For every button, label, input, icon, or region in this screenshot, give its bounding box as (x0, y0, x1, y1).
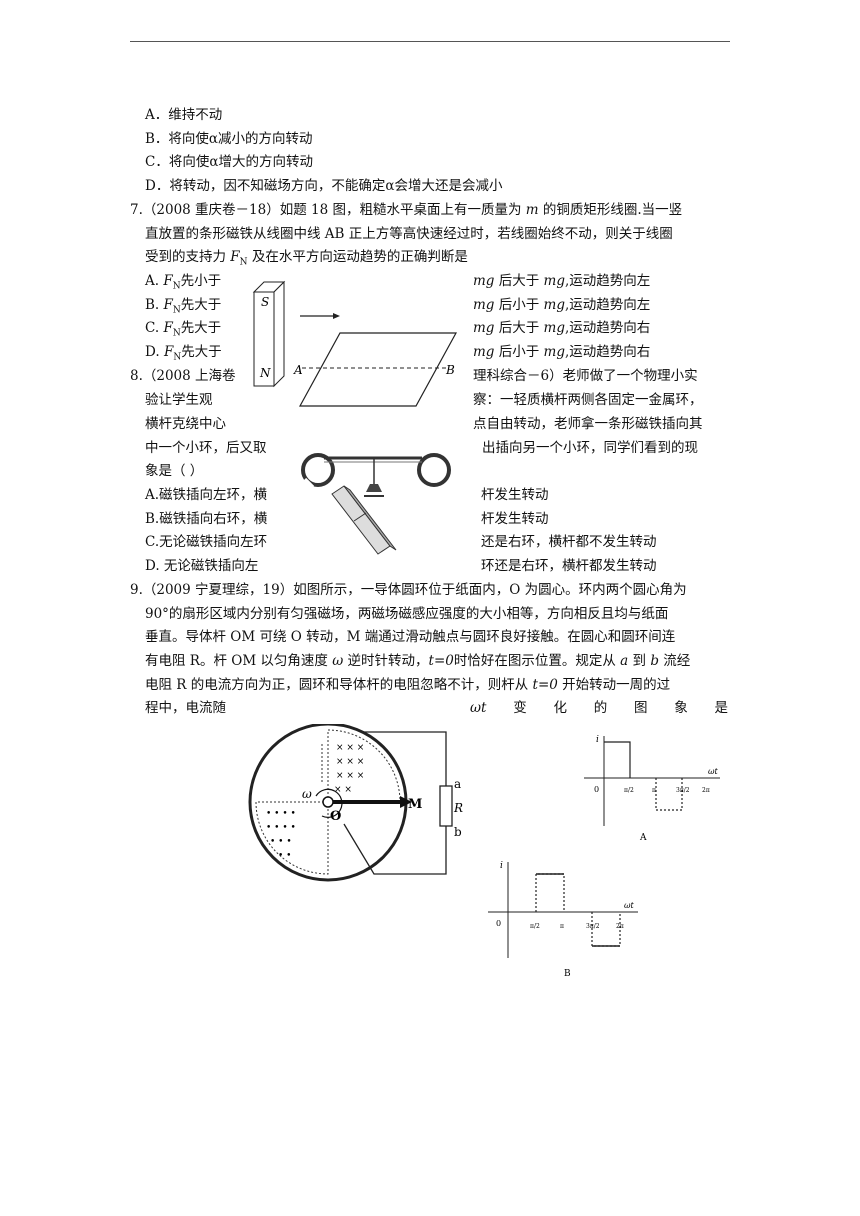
right-ring (417, 453, 451, 487)
q8-option-b-tail: 杆发生转动 (481, 511, 549, 527)
svg-text:• • •: • • • (270, 837, 292, 847)
q7-line1: 7.（2008 重庆卷－18）如题 18 图，粗糙水平桌面上有一质量为 m 的铜… (130, 202, 683, 218)
graph-a: i ωt 0 π/2 π 3π/2 2π A (584, 735, 720, 842)
graph-a-caption: A (639, 833, 647, 842)
q9-line6b: ωt 变化的图象是 (470, 700, 728, 716)
graph-a-tick-pi2: π/2 (624, 787, 634, 794)
svg-text:× × ×: × × × (336, 743, 364, 753)
q7-option-c-tail: mg 后大于 mg,运动趋势向右 (473, 320, 651, 336)
bar-magnet: S N (252, 280, 286, 388)
q8-option-a: A.磁铁插向左环，横 (145, 487, 268, 503)
graph-a-tick-3pi2: 3π/2 (676, 787, 690, 794)
q9-circuit-figure: × × × × × × × × × × × • • • • • • • • • … (248, 724, 463, 882)
q9-line5: 电阻 R 的电流方向为正，圆环和导体杆的电阻忽略不计，则杆从 t=0 开始转动一… (145, 677, 671, 693)
q8-rings-figure (301, 453, 451, 555)
graph-b-tick-pi: π (560, 923, 564, 930)
q8-line2a: 验让学生观 (145, 392, 213, 408)
graph-b-i-label: i (500, 861, 503, 871)
graph-a-i-label: i (596, 735, 599, 745)
q8-line4b: 出插向另一个小环，同学们看到的现 (482, 440, 698, 456)
q9-line4: 有电阻 R。杆 OM 以匀角速度 ω 逆时针转动，t=0时恰好在图示位置。规定从… (145, 653, 691, 669)
svg-text:• •: • • (278, 851, 291, 861)
q8-option-a-tail: 杆发生转动 (481, 487, 549, 503)
q8-line3b: 点自由转动，老师拿一条形磁铁插向其 (473, 416, 703, 432)
motion-arrow (300, 313, 340, 319)
header-rule (130, 41, 730, 42)
q9-line1: 9.（2009 宁夏理综，19）如图所示，一导体圆环位于纸面内，O 为圆心。环内… (130, 582, 687, 598)
q8-option-c-tail: 还是右环，横杆都不发生转动 (481, 534, 657, 550)
magnet-n-label: N (259, 366, 271, 380)
q8-line2b: 察：一轻质横杆两侧各固定一金属环， (473, 392, 703, 408)
q8-line1b: 理科综合－6）老师做了一个物理小实 (473, 368, 698, 384)
q7-option-a: A. FN先小于 (145, 273, 222, 292)
q7-option-d-tail: mg 后小于 mg,运动趋势向右 (473, 344, 651, 360)
q8-line3a: 横杆克绕中心 (145, 416, 226, 432)
coil-a-label: A (293, 363, 303, 377)
svg-text:× ×: × × (334, 785, 352, 795)
q7-option-b: B. FN先大于 (145, 297, 222, 316)
left-ring (301, 453, 335, 491)
omega-label: ω (302, 787, 312, 801)
graph-b-tick-pi2: π/2 (530, 923, 540, 930)
svg-text:• • • •: • • • • (266, 823, 296, 833)
field-region-upper: × × × × × × × × × × × (321, 729, 401, 803)
coil-b-label: B (445, 363, 455, 377)
q8-option-c: C.无论磁铁插向左环 (145, 534, 268, 550)
q7-line2: 直放置的条形磁铁从线圈中线 AB 正上方等高快速经过时，若线圈始终不动，则关于线… (145, 226, 673, 242)
graph-b-zero: 0 (496, 919, 501, 928)
graph-a-zero: 0 (594, 785, 599, 794)
graph-b-caption: B (564, 969, 571, 979)
pivot-stand (364, 458, 384, 497)
end-m-label: M (408, 797, 422, 812)
q7-option-d: D. FN先大于 (145, 344, 222, 363)
q7-option-c: C. FN先大于 (145, 320, 222, 339)
q8-option-d-tail: 环还是右环，横杆都发生转动 (481, 558, 657, 574)
q8-line4a: 中一个小环，后又取 (145, 440, 267, 456)
q8-option-b: B.磁铁插向右环，横 (145, 511, 268, 527)
magnet-s-label: S (261, 295, 269, 309)
terminal-b-label: b (454, 825, 462, 839)
svg-text:• • • •: • • • • (266, 809, 296, 819)
bar-magnet-q8 (331, 485, 397, 555)
q7-magnet-coil-figure: S N A B (252, 280, 458, 407)
center-o-label: O (330, 809, 341, 824)
terminal-a-label: a (454, 777, 461, 791)
q9-line2: 90°的扇形区域内分别有匀强磁场，两磁场磁感应强度的大小相等，方向相反且均与纸面 (145, 606, 669, 622)
q7-option-a-tail: mg 后大于 mg,运动趋势向左 (473, 273, 651, 289)
svg-text:× × ×: × × × (336, 757, 364, 767)
graph-b-wt-label: ωt (624, 901, 635, 910)
q6-option-b: B．将向使α减小的方向转动 (145, 131, 313, 147)
field-region-lower: • • • • • • • • • • • • • (255, 801, 329, 875)
q8-option-d: D. 无论磁铁插向左 (145, 558, 259, 574)
graph-b-tick-3pi2: 3π/2 (586, 923, 600, 930)
graph-a-tick-2pi: 2π (702, 787, 710, 794)
resistor-r-label: R (453, 801, 463, 815)
q8-line1a: 8.（2008 上海卷 (130, 368, 236, 384)
graph-a-tick-pi: π (652, 787, 656, 794)
q7-option-b-tail: mg 后小于 mg,运动趋势向左 (473, 297, 651, 313)
q7-line3: 受到的支持力 FN 及在水平方向运动趋势的正确判断是 (145, 249, 468, 268)
q9-line6a: 程中，电流随 (145, 700, 226, 716)
graph-b-tick-2pi: 2π (616, 923, 624, 930)
q6-option-c: C．将向使α增大的方向转动 (145, 154, 313, 170)
q8-line5: 象是（ ） (145, 463, 204, 479)
q6-option-d: D．将转动，因不知磁场方向，不能确定α会增大还是会减小 (145, 178, 503, 194)
q6-option-a: A．维持不动 (145, 107, 223, 123)
q9-line3: 垂直。导体杆 OM 可绕 O 转动，M 端通过滑动触点与圆环良好接触。在圆心和圆… (145, 629, 676, 645)
graph-b: i ωt 0 π/2 π 3π/2 2π B (488, 861, 638, 979)
external-circuit: a R b (343, 731, 463, 875)
svg-text:× × ×: × × × (336, 771, 364, 781)
graph-a-wt-label: ωt (708, 767, 719, 776)
rectangular-coil: A B (293, 332, 458, 407)
